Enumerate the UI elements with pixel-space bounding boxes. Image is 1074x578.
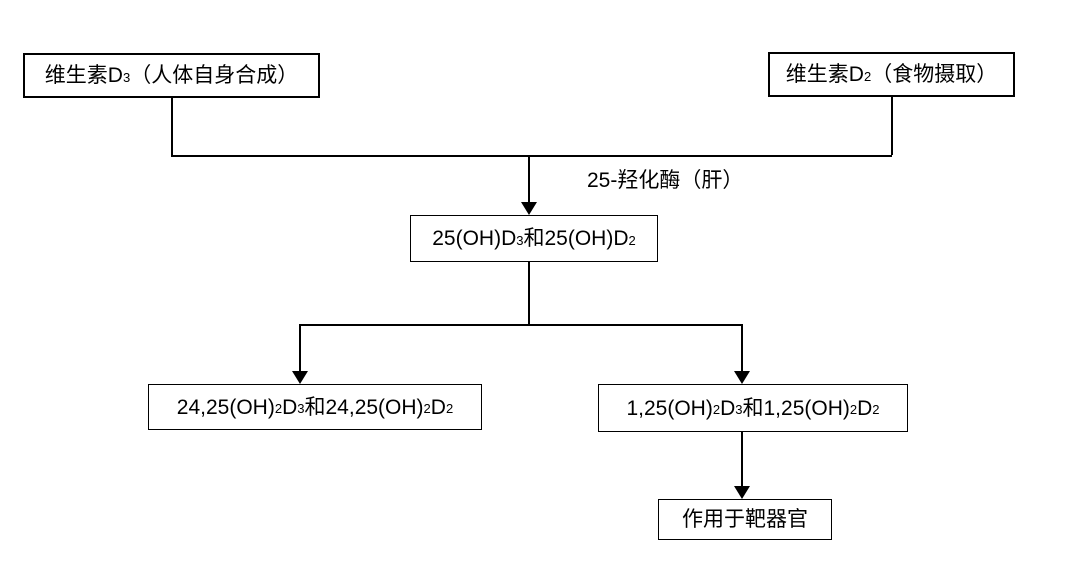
arrowhead-down-icon [734, 486, 750, 499]
connector-right-branch [741, 324, 743, 372]
node-target-organ: 作用于靶器官 [658, 499, 832, 540]
connector-vitamin-d2-drop [891, 97, 893, 155]
connector-split-stem [528, 262, 530, 325]
connector-merge-horizontal [171, 155, 892, 157]
arrowhead-down-icon [292, 371, 308, 384]
connector-left-branch [299, 324, 301, 372]
connector-vitamin-d3-drop [171, 98, 173, 155]
connector-hydroxylase-stem [528, 155, 530, 203]
connector-split-horizontal [300, 324, 743, 326]
connector-target-stem [741, 432, 743, 487]
label-25-hydroxylase-liver: 25-羟化酶（肝） [587, 169, 744, 192]
arrowhead-down-icon [521, 202, 537, 215]
arrowhead-down-icon [734, 371, 750, 384]
